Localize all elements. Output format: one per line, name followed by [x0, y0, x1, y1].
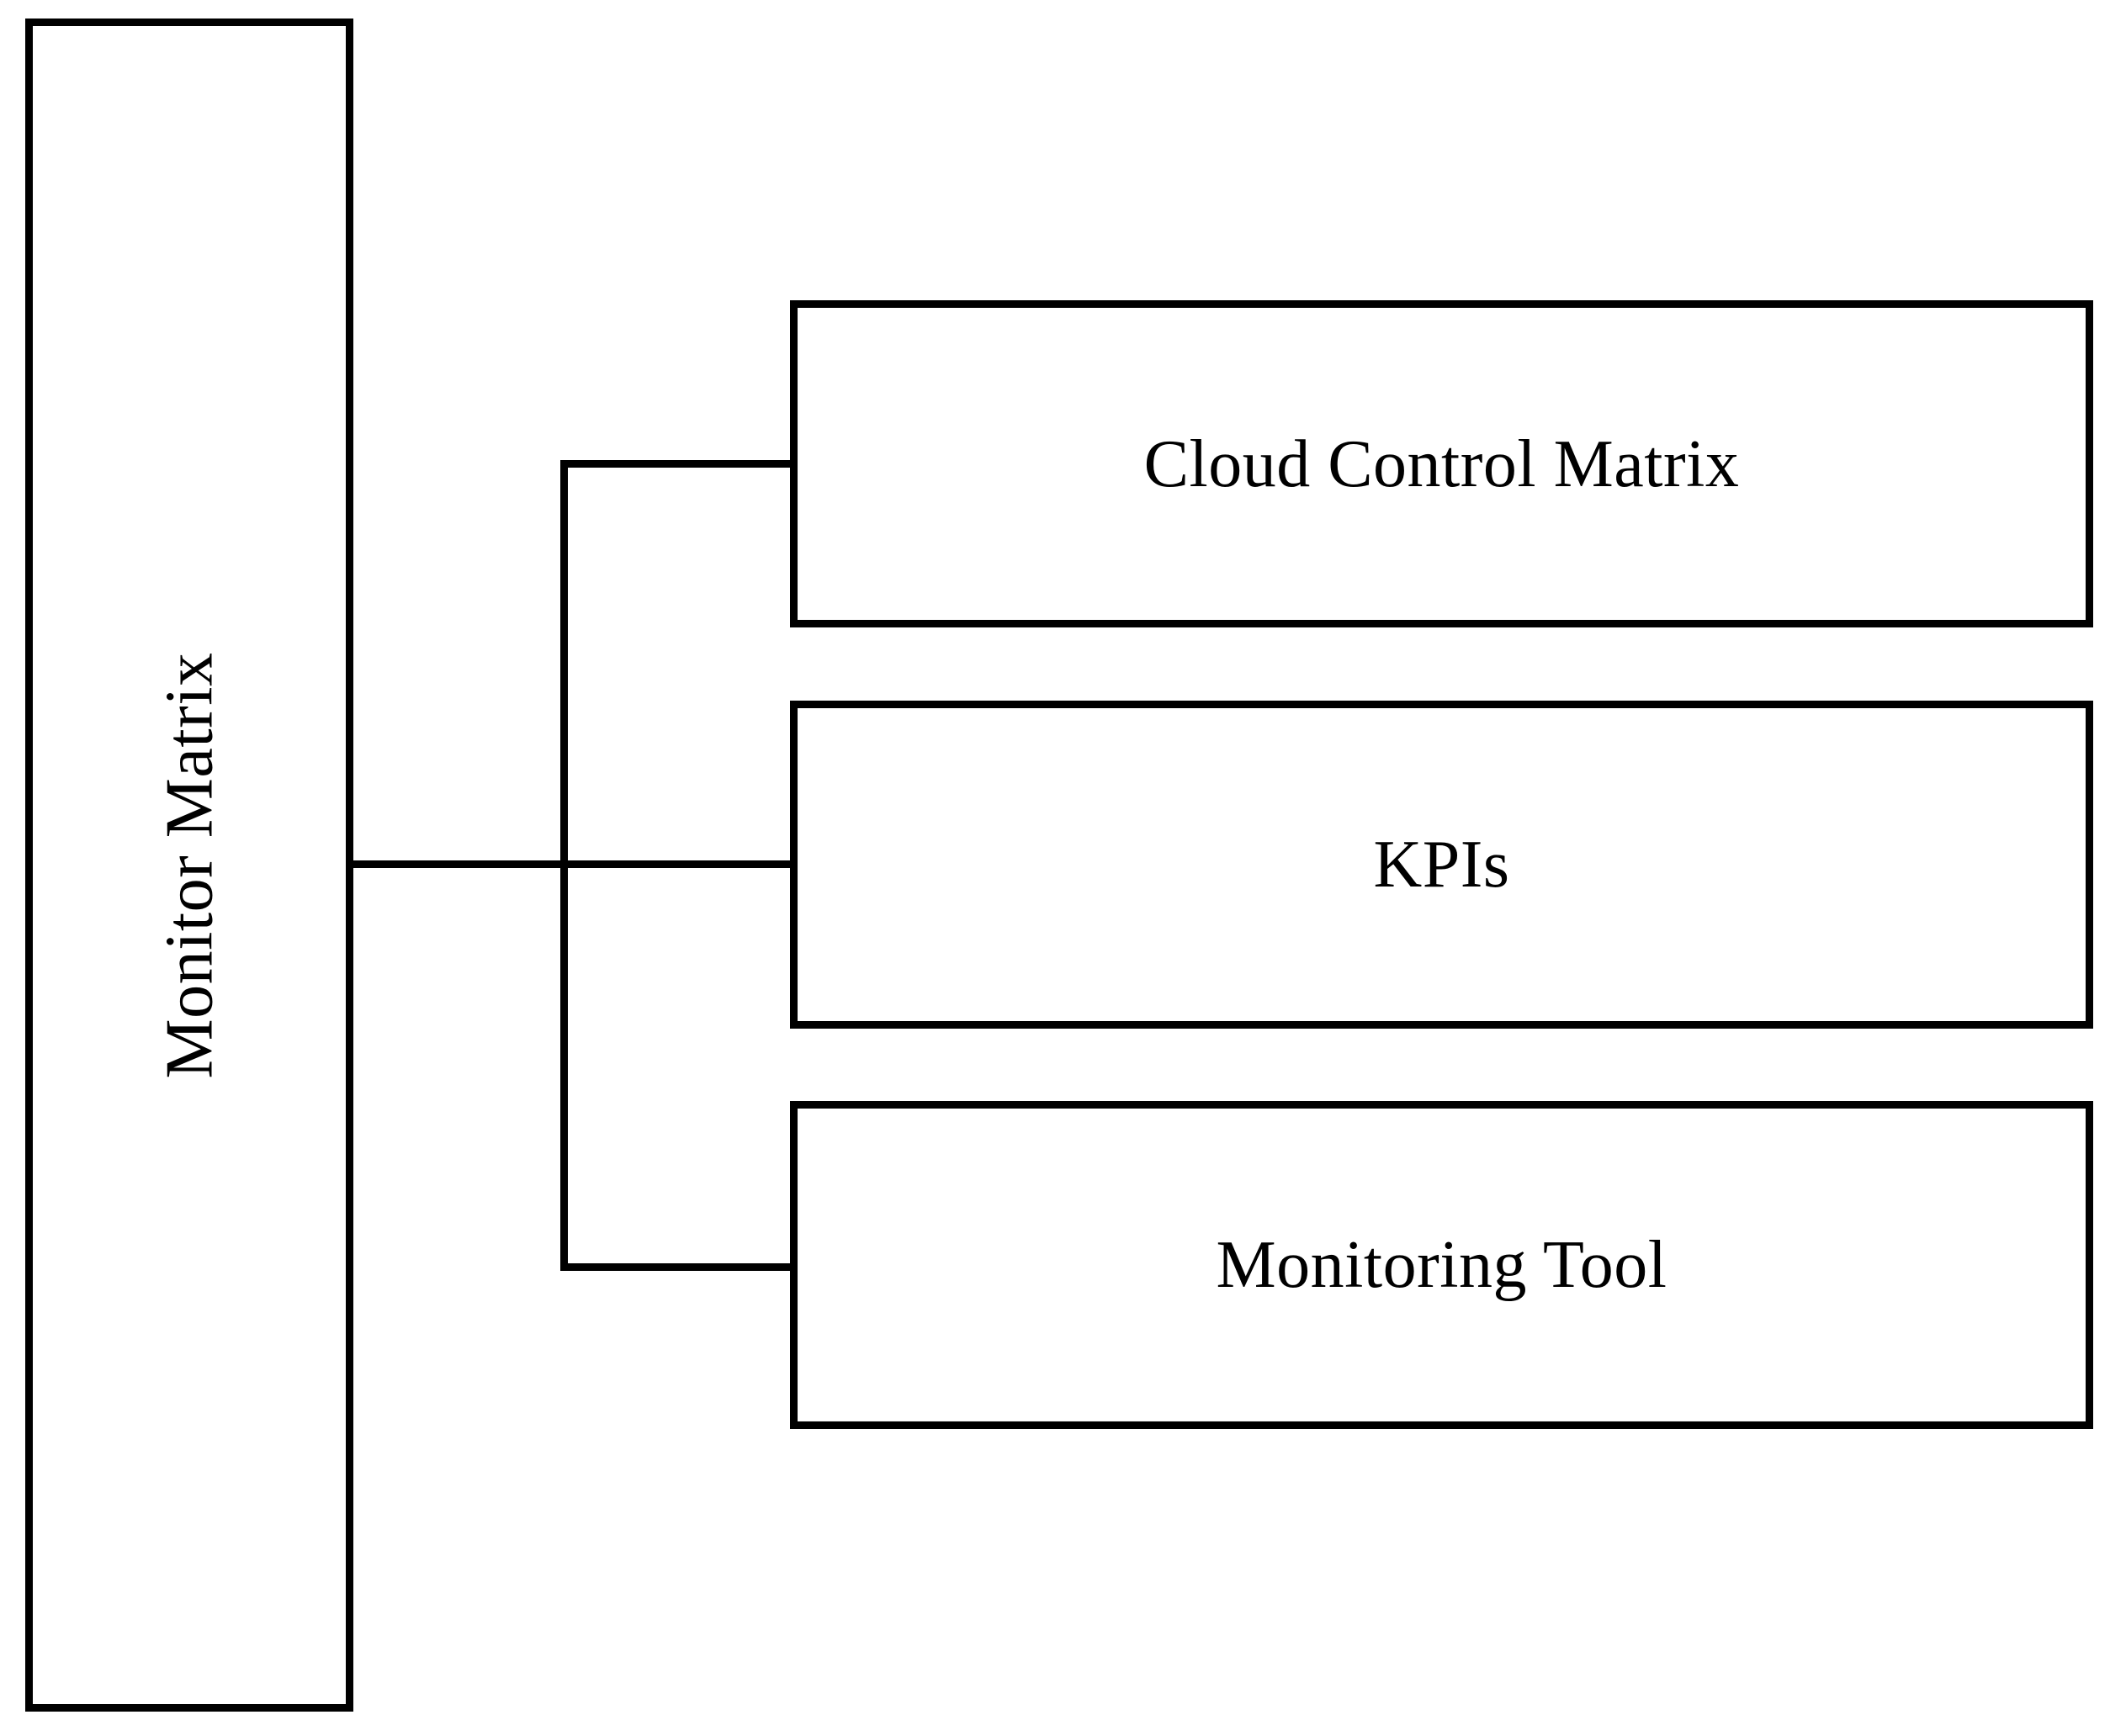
connector-branch-cloud-control-matrix [560, 460, 798, 468]
node-label-kpis: KPIs [1373, 828, 1510, 902]
node-monitoring-tool[interactable]: Monitoring Tool [790, 1101, 2093, 1429]
node-monitor-matrix[interactable]: Monitor Matrix [25, 19, 353, 1712]
node-cloud-control-matrix[interactable]: Cloud Control Matrix [790, 300, 2093, 627]
connector-branch-monitoring-tool [560, 1263, 798, 1271]
connector-branch-kpis [560, 860, 798, 868]
node-kpis[interactable]: KPIs [790, 701, 2093, 1029]
node-label-cloud-control-matrix: Cloud Control Matrix [1143, 426, 1740, 501]
node-label-monitor-matrix: Monitor Matrix [152, 652, 226, 1078]
connector-root-stem [347, 860, 575, 868]
node-label-monitoring-tool: Monitoring Tool [1216, 1228, 1667, 1302]
